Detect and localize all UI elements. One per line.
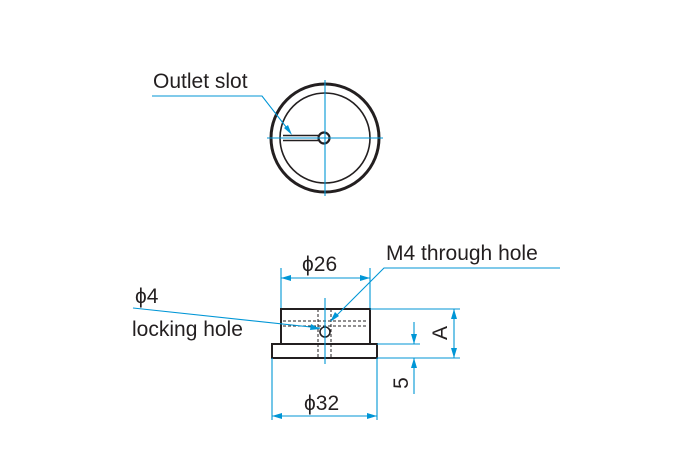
a-arrow-bottom xyxy=(451,348,457,358)
phi26-label: ϕ26 xyxy=(302,253,337,276)
locking-hole-leader xyxy=(132,307,321,329)
outlet-slot-arrow xyxy=(284,125,292,135)
phi26-arrow-right xyxy=(360,275,370,281)
side-view: ϕ26 M4 through hole ϕ4 locking hole ϕ32 … xyxy=(132,242,560,420)
phi32-label: ϕ32 xyxy=(304,392,339,415)
five-label: 5 xyxy=(390,377,413,389)
outlet-slot-label: Outlet slot xyxy=(153,70,248,93)
phi32-arrow-left xyxy=(272,413,282,419)
phi26-arrow-left xyxy=(281,275,291,281)
locking-hole-label: locking hole xyxy=(132,318,243,341)
five-arrow-top xyxy=(411,334,417,344)
five-arrow-bottom xyxy=(411,358,417,368)
phi4-label: ϕ4 xyxy=(135,285,159,308)
a-arrow-top xyxy=(451,309,457,319)
phi32-arrow-right xyxy=(367,413,377,419)
locking-hole-arrow xyxy=(310,324,320,330)
m4-leader xyxy=(333,267,560,319)
outlet-slot-leader xyxy=(152,95,291,133)
m4-through-hole-label: M4 through hole xyxy=(386,242,538,265)
m4-arrow xyxy=(330,312,339,322)
top-view: Outlet slot xyxy=(152,70,383,196)
a-label: A xyxy=(429,326,452,340)
